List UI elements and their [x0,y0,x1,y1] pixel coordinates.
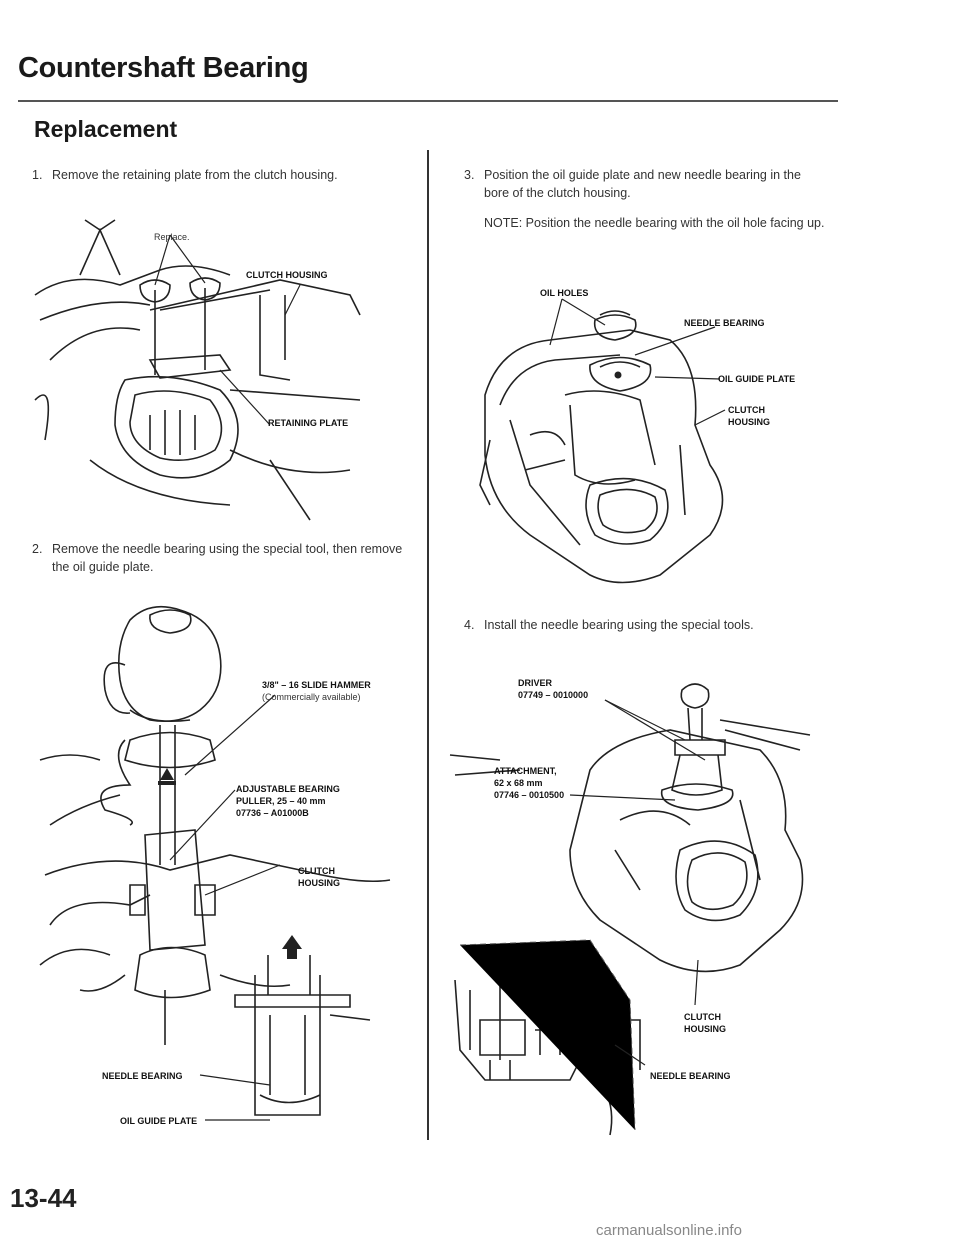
slide-hammer-illustration [39,605,391,1121]
callout-clutch-housing-2b: HOUSING [298,878,341,888]
callout-replace: Replace. [154,232,190,242]
figure-oil-guide-plate [470,285,840,590]
retaining-plate-illustration [34,219,361,521]
page-number: 13-44 [10,1183,77,1213]
column-divider [427,150,429,1140]
step-3-number: 3. [464,168,475,182]
driver-attachment-illustration [449,683,811,1136]
step-1-text: Remove the retaining plate from the clut… [52,168,338,182]
callout-driver-line1: DRIVER [518,678,553,688]
callout-slide-hammer-note: (Commercially available) [262,692,361,702]
step-3-note: NOTE: Position the needle bearing with t… [484,216,825,230]
callout-puller-line2: PULLER, 25 – 40 mm [236,796,326,806]
callout-clutch-housing-4a: CLUTCH [684,1012,721,1022]
callout-oil-guide-plate-2: OIL GUIDE PLATE [120,1116,198,1126]
section-subtitle: Replacement [34,116,178,142]
callout-retaining-plate: RETAINING PLATE [268,418,349,428]
step-1: 1. Remove the retaining plate from the c… [32,166,412,184]
step-3-text: Position the oil guide plate and new nee… [484,168,801,200]
callout-clutch-housing-2a: CLUTCH [298,866,335,876]
callout-attachment-line1: ATTACHMENT, [494,766,557,776]
step-2-text: Remove the needle bearing using the spec… [52,542,403,574]
callout-clutch-housing-3a: CLUTCH [728,405,765,415]
step-2: 2. Remove the needle bearing using the s… [32,540,412,576]
callout-clutch-housing-3b: HOUSING [728,417,771,427]
watermark-text: carmanualsonline.info [596,1222,742,1239]
step-4: 4. Install the needle bearing using the … [464,616,829,634]
title-rule [18,100,838,102]
figure-slide-hammer [30,595,410,1140]
callout-puller-line3: 07736 – A01000B [236,808,309,818]
step-3: 3. Position the oil guide plate and new … [464,166,829,202]
callout-attachment-line2: 62 x 68 mm [494,778,543,788]
callout-slide-hammer: 3/8" – 16 SLIDE HAMMER [262,680,371,690]
callout-clutch-housing-1: CLUTCH HOUSING [246,270,328,280]
figure-driver-attachment [440,660,840,1140]
step-4-text: Install the needle bearing using the spe… [484,618,754,632]
callout-clutch-housing-4b: HOUSING [684,1024,727,1034]
callout-oil-holes: OIL HOLES [540,288,589,298]
callout-puller-line1: ADJUSTABLE BEARING [236,784,340,794]
callout-needle-bearing-4: NEEDLE BEARING [650,1071,731,1081]
callout-needle-bearing-3: NEEDLE BEARING [684,318,765,328]
step-2-number: 2. [32,542,43,556]
step-4-number: 4. [464,618,475,632]
oil-guide-plate-illustration [479,298,726,584]
callout-needle-bearing-2: NEEDLE BEARING [102,1071,183,1081]
callout-oil-guide-plate-3: OIL GUIDE PLATE [718,374,796,384]
callout-attachment-line3: 07746 – 0010500 [494,790,565,800]
step-1-number: 1. [32,168,43,182]
figure-retaining-plate [30,200,400,525]
callout-driver-line2: 07749 – 0010000 [518,690,589,700]
page-title: Countershaft Bearing [18,52,309,84]
